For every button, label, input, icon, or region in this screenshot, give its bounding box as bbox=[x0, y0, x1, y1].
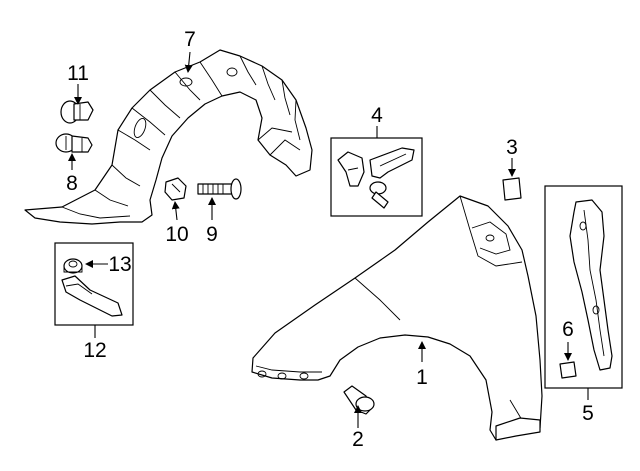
callout-8: 8 bbox=[66, 172, 78, 195]
screw-9-part bbox=[197, 178, 242, 200]
bracket-4b-part bbox=[369, 147, 415, 179]
callout-7: 7 bbox=[184, 28, 196, 51]
leader-7 bbox=[184, 51, 193, 73]
bolt-4-part bbox=[369, 181, 389, 209]
callout-2: 2 bbox=[352, 428, 364, 451]
leader-10 bbox=[171, 201, 180, 221]
bracket-5-part bbox=[569, 199, 613, 371]
callout-9: 9 bbox=[206, 223, 218, 246]
clip-8-part bbox=[55, 133, 93, 153]
kit-12-box bbox=[54, 242, 134, 326]
callout-11: 11 bbox=[67, 62, 89, 85]
fender-liner-part bbox=[24, 49, 313, 225]
callout-3: 3 bbox=[506, 136, 518, 159]
fender-part bbox=[251, 195, 543, 441]
callout-1: 1 bbox=[416, 366, 428, 389]
bracket-4a-part bbox=[337, 151, 365, 187]
callout-5: 5 bbox=[582, 402, 594, 425]
bolt-2-part bbox=[343, 385, 375, 415]
kit-4-box bbox=[330, 137, 423, 217]
callout-10: 10 bbox=[165, 223, 188, 246]
clip-10-part bbox=[164, 177, 187, 201]
callout-13: 13 bbox=[108, 253, 131, 276]
callout-4: 4 bbox=[371, 104, 383, 127]
clip-6-part bbox=[559, 361, 577, 379]
bracket-12-part bbox=[61, 275, 123, 317]
leader-lines bbox=[68, 51, 589, 428]
callout-12: 12 bbox=[83, 339, 106, 362]
nut-13-part bbox=[63, 258, 83, 274]
seal-3-part bbox=[502, 177, 522, 201]
callout-6: 6 bbox=[562, 318, 574, 341]
kit-5-box bbox=[544, 185, 623, 389]
callout-labels: 7 11 8 10 9 13 12 4 3 1 2 6 5 bbox=[66, 28, 594, 451]
clip-11-part bbox=[60, 100, 94, 124]
